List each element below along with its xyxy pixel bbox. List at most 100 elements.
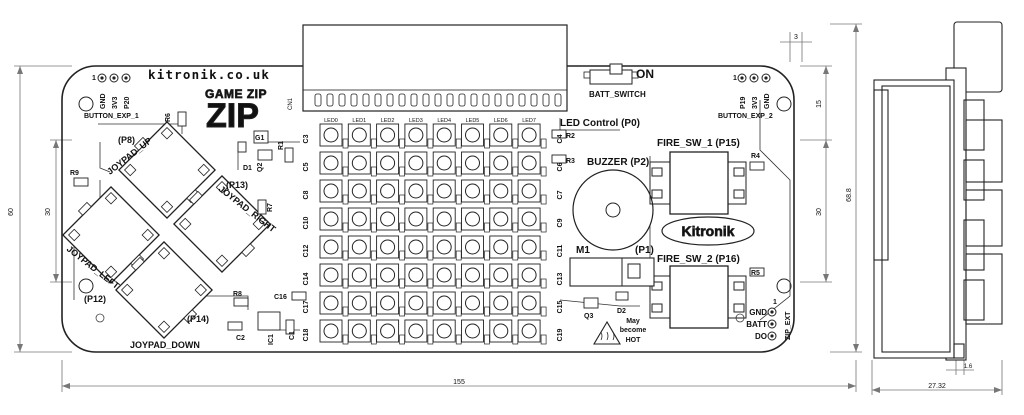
led-capacitor xyxy=(427,306,434,317)
batt-switch xyxy=(583,63,639,85)
led-lens xyxy=(521,267,537,283)
connector-pin xyxy=(458,93,466,107)
cap-label-left: C10 xyxy=(303,216,310,229)
led-lens xyxy=(465,183,480,199)
led-pixel xyxy=(376,263,400,287)
led-capacitor xyxy=(455,278,462,289)
led-capacitor xyxy=(427,250,434,261)
hot-warning xyxy=(593,320,621,345)
connector-pin xyxy=(434,93,442,107)
logo-text: GAME ZIP xyxy=(205,87,267,101)
led-pixel xyxy=(461,179,484,203)
led-capacitor xyxy=(540,278,547,289)
component-label: R3 xyxy=(566,158,575,165)
led-lens xyxy=(323,211,339,227)
component-label: C1 xyxy=(289,331,296,340)
led-lens xyxy=(493,295,509,311)
led-capacitor xyxy=(540,250,547,261)
led-capacitor xyxy=(399,222,405,233)
led-capacitor xyxy=(455,250,462,261)
led-pixel xyxy=(461,235,484,259)
fire-sw-1-label: FIRE_SW_1 (P15) xyxy=(657,138,740,149)
zip-ext-label: ZIP_EXT xyxy=(785,311,792,340)
dim-1-6: 1.6 xyxy=(964,364,973,370)
led-capacitor xyxy=(540,306,547,317)
joypad-right-button xyxy=(172,174,272,274)
component-label: C2 xyxy=(236,335,245,342)
button-exp-1-pin-gnd: GND xyxy=(100,93,107,109)
component-label: Q3 xyxy=(584,313,593,320)
component-r3 xyxy=(551,154,567,164)
led-pixel xyxy=(489,235,513,259)
connector-pin xyxy=(374,93,382,107)
led-pixel xyxy=(432,291,456,315)
button-exp-2-pin1: 1 xyxy=(733,75,737,82)
joypad-down-button xyxy=(114,240,214,340)
led-lens xyxy=(521,127,537,143)
led-capacitor xyxy=(540,166,547,177)
led-capacitor xyxy=(512,278,519,289)
button-exp-1-pin-p20: P20 xyxy=(124,96,131,109)
cap-label-left: C14 xyxy=(303,272,310,285)
led-label: LED3 xyxy=(409,118,423,124)
joypad-right-pin: (P13) xyxy=(226,180,248,190)
led-lens xyxy=(351,239,367,255)
component-label: R9 xyxy=(70,170,79,177)
cap-label-left: C18 xyxy=(303,328,310,341)
led-matrix xyxy=(319,123,547,345)
led-capacitor xyxy=(427,166,434,177)
game-zip-logo: GAME ZIP ZIP xyxy=(205,87,267,136)
led-capacitor xyxy=(370,222,377,233)
led-lens xyxy=(408,211,424,227)
led-lens xyxy=(436,323,452,339)
joypad-down-label: JOYPAD_DOWN xyxy=(130,340,200,350)
connector-pin xyxy=(386,93,394,107)
led-pixel xyxy=(376,179,400,203)
led-pixel xyxy=(347,151,371,175)
component-label: C16 xyxy=(274,294,287,301)
led-capacitor xyxy=(427,194,434,205)
dimension-arrows xyxy=(17,24,1002,393)
component-label: D2 xyxy=(617,308,626,315)
led-lens xyxy=(408,183,424,199)
led-pixel xyxy=(461,319,484,343)
led-capacitor xyxy=(427,334,434,345)
joypad-buttons xyxy=(61,120,272,340)
dim-68-8: 68.8 xyxy=(846,188,853,202)
component-g1 xyxy=(253,130,269,144)
connector-pin xyxy=(350,93,358,107)
fire-button-1 xyxy=(649,151,747,215)
led-pixel xyxy=(404,263,428,287)
led-pixel xyxy=(404,291,428,315)
led-pixel xyxy=(432,123,456,147)
led-pixel xyxy=(489,207,513,231)
led-lens xyxy=(465,127,480,143)
led-lens xyxy=(351,127,367,143)
led-capacitor xyxy=(540,334,547,345)
led-control-label: LED Control (P0) xyxy=(560,118,640,129)
led-capacitor xyxy=(540,222,547,233)
led-lens xyxy=(351,323,367,339)
led-pixel xyxy=(347,263,371,287)
led-lens xyxy=(521,239,537,255)
side-view xyxy=(873,21,1003,361)
led-capacitor xyxy=(342,166,349,177)
led-capacitor xyxy=(370,306,377,317)
led-capacitor xyxy=(399,194,405,205)
led-capacitor xyxy=(342,250,349,261)
mount-hole-bottom-left xyxy=(78,278,94,294)
led-pixel xyxy=(376,291,400,315)
led-lens xyxy=(465,267,480,283)
led-capacitor xyxy=(512,250,519,261)
led-lens xyxy=(493,267,509,283)
connector-pin xyxy=(422,93,430,107)
component-label: G1 xyxy=(255,135,264,142)
led-capacitor xyxy=(512,222,519,233)
cap-label-right: C11 xyxy=(557,245,564,258)
led-lens xyxy=(351,211,367,227)
led-lens xyxy=(521,295,537,311)
led-capacitor xyxy=(484,250,490,261)
cap-label-left: C5 xyxy=(303,162,310,171)
led-pixel xyxy=(489,151,513,175)
led-lens xyxy=(493,127,509,143)
